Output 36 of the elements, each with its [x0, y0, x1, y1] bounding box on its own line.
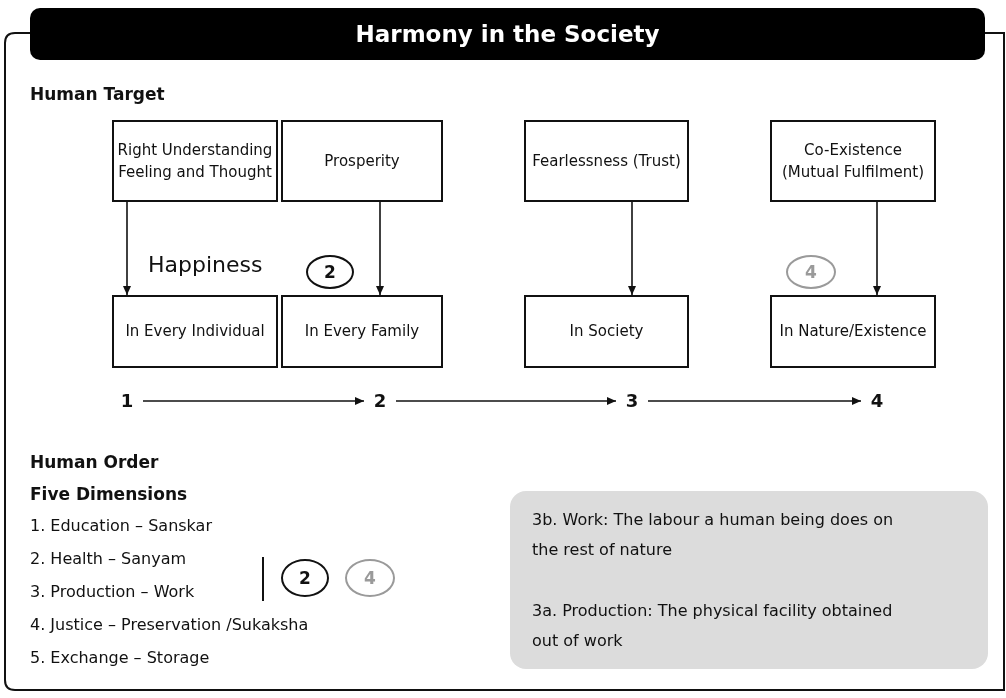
circled-number: 4: [345, 559, 395, 597]
scope-box: In Nature/Existence: [770, 295, 936, 368]
scope-box: In Society: [524, 295, 689, 368]
arrow: [123, 201, 131, 296]
arrow: [647, 397, 862, 405]
circled-number: 2: [306, 255, 354, 289]
arrow: [873, 201, 881, 296]
note-panel: [510, 491, 988, 669]
arrow: [376, 201, 384, 296]
arrow: [142, 397, 365, 405]
target-box: Prosperity: [281, 120, 443, 202]
step-number: 4: [869, 390, 885, 412]
center-label: Happiness: [148, 252, 263, 277]
target-box: Right Understanding Feeling and Thought: [112, 120, 278, 202]
circled-number: 4: [786, 255, 836, 289]
note-text: 3a. Production: The physical facility obtained out of work: [532, 599, 894, 653]
arrow: [395, 397, 617, 405]
circled-number: 2: [281, 559, 329, 597]
arrow: [628, 201, 636, 296]
list-item: 5. Exchange – Storage: [30, 648, 210, 667]
step-number: 3: [624, 390, 640, 412]
step-number: 2: [372, 390, 388, 412]
section-heading: Five Dimensions: [30, 484, 188, 504]
section-heading: Human Target: [30, 84, 165, 104]
scope-box: In Every Family: [281, 295, 443, 368]
list-item: 3. Production – Work: [30, 582, 195, 601]
scope-box: In Every Individual: [112, 295, 278, 368]
note-text: 3b. Work: The labour a human being does on the rest of nature: [532, 509, 895, 562]
list-item: 2. Health – Sanyam: [30, 549, 187, 568]
list-item: 4. Justice – Preservation /Sukaksha: [30, 615, 309, 634]
target-box: Co-Existence (Mutual Fulfilment): [770, 120, 936, 202]
list-item: 1. Education – Sanskar: [30, 516, 212, 535]
target-box: Fearlessness (Trust): [524, 120, 689, 202]
title-bar: Harmony in the Society: [30, 8, 985, 60]
step-number: 1: [119, 390, 135, 412]
section-heading: Human Order: [30, 452, 159, 472]
